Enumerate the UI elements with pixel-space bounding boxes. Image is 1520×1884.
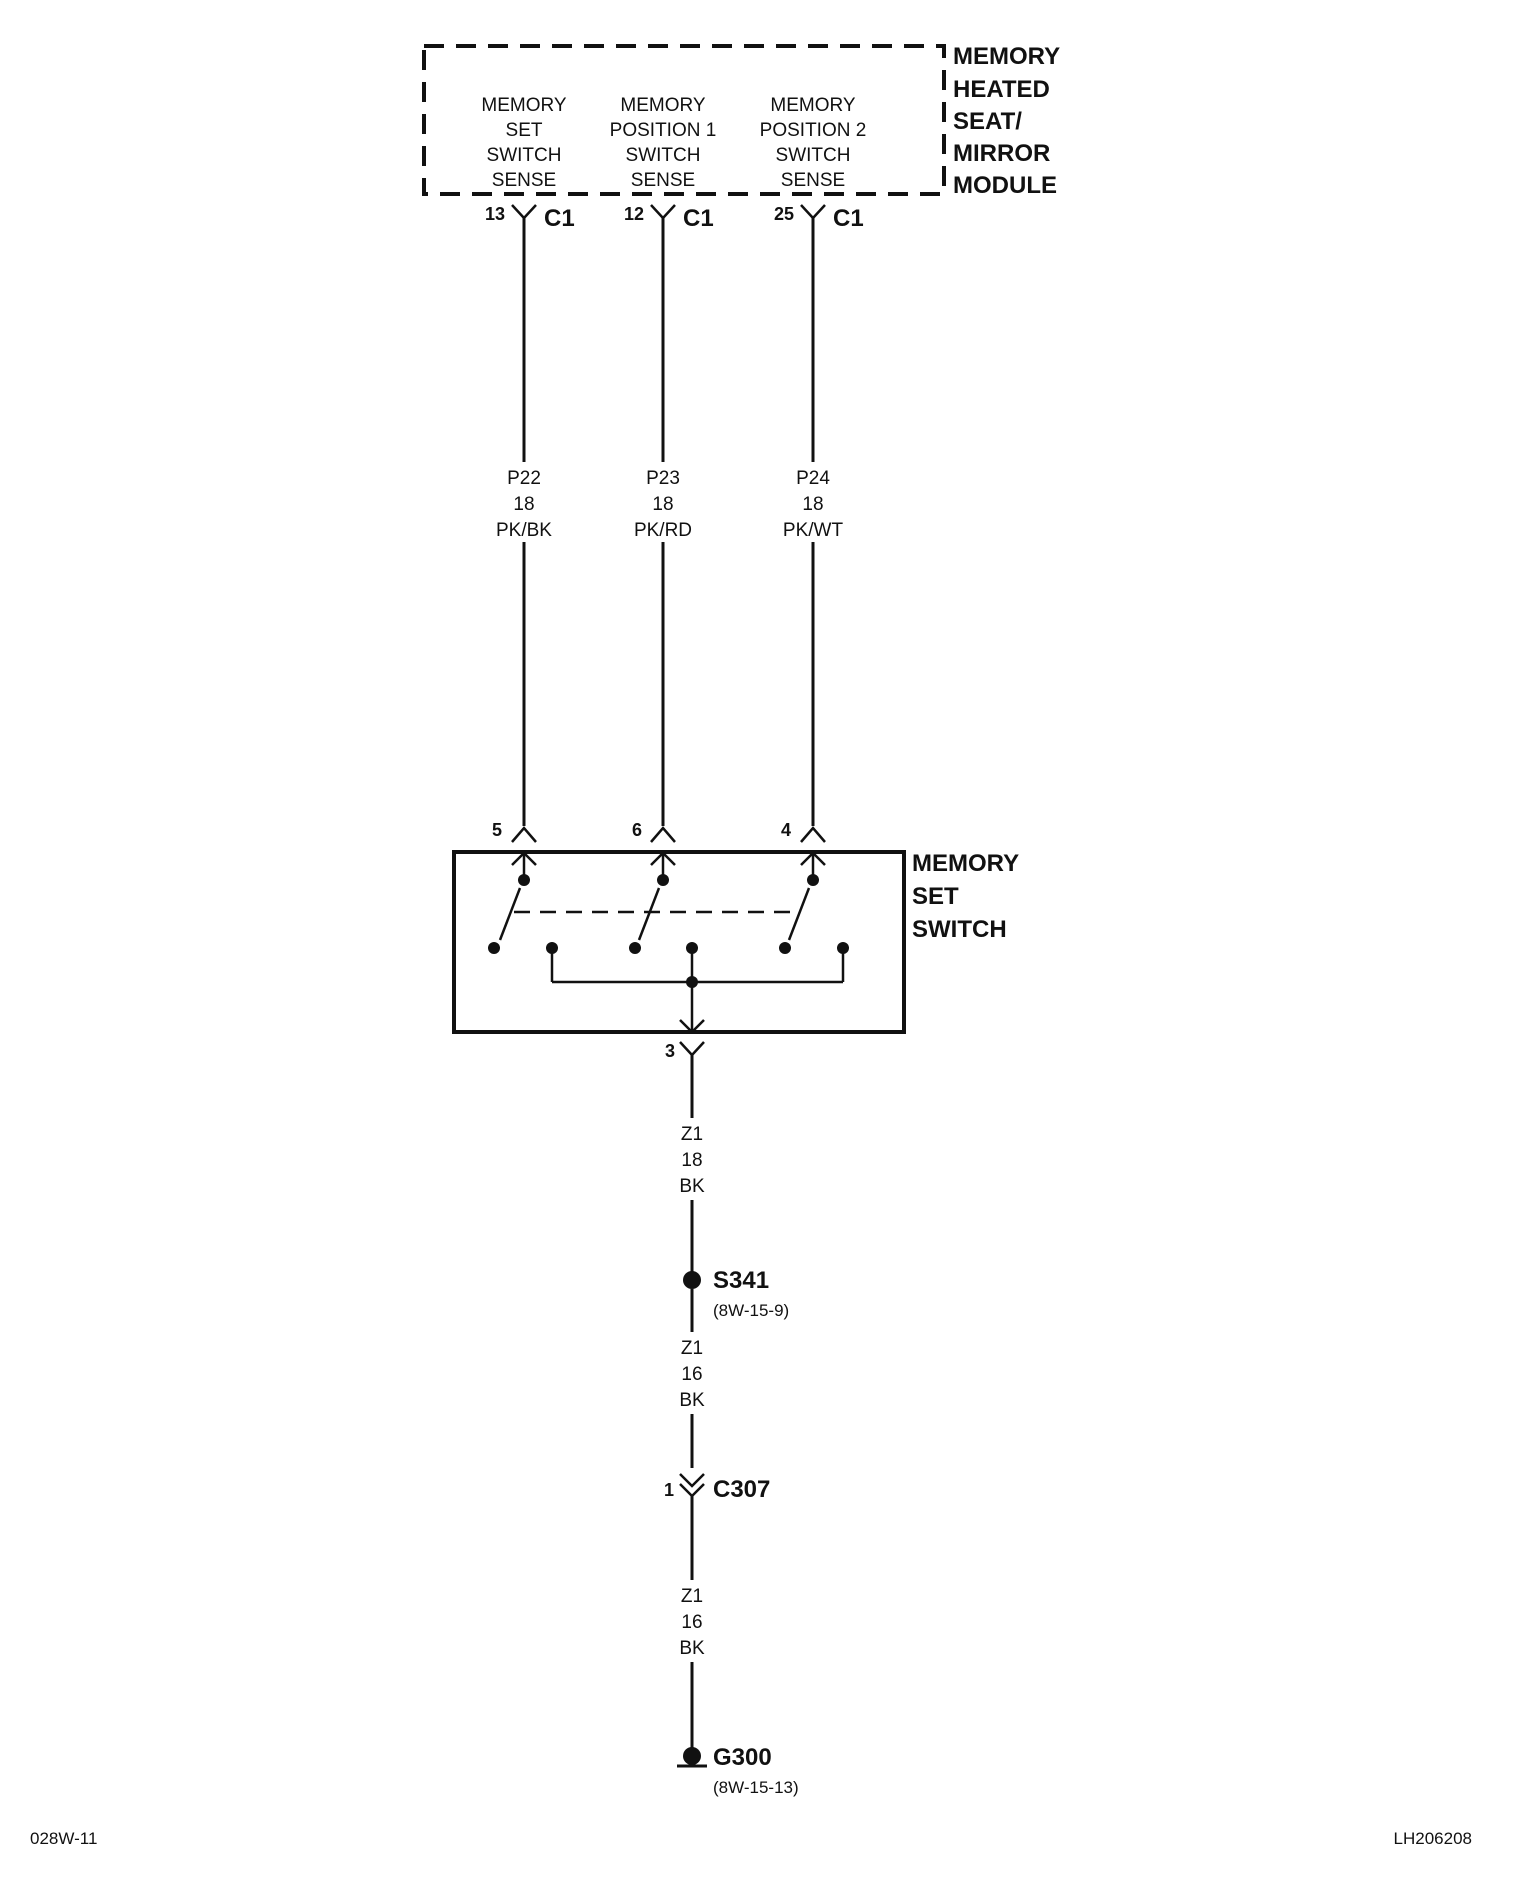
- ground-g300: G300 (8W-15-13): [677, 1744, 799, 1797]
- svg-text:Z1: Z1: [681, 1338, 703, 1359]
- module-pin-label-set: MEMORY SET SWITCH SENSE: [481, 95, 566, 191]
- switch-outline: [452, 850, 906, 1034]
- footer-left-code: 028W-11: [30, 1829, 97, 1848]
- switch-name: MEMORY SET SWITCH: [912, 850, 1019, 943]
- module-pin-label-position-1: MEMORY POSITION 1 SWITCH SENSE: [610, 95, 717, 191]
- wire-z1-18: Z1 18 BK: [679, 1055, 705, 1272]
- svg-text:SWITCH: SWITCH: [487, 145, 562, 166]
- svg-text:P23: P23: [646, 468, 680, 489]
- svg-text:P22: P22: [507, 468, 541, 489]
- module-pin-25-connector: 25 C1: [774, 204, 864, 232]
- svg-text:18: 18: [681, 1150, 702, 1171]
- connector-c307: 1 C307: [664, 1473, 770, 1503]
- svg-text:SET: SET: [912, 883, 959, 910]
- svg-text:BK: BK: [679, 1390, 705, 1411]
- module-outline: [422, 44, 946, 196]
- svg-text:MEMORY: MEMORY: [912, 850, 1019, 877]
- svg-text:Z1: Z1: [681, 1586, 703, 1607]
- svg-text:PK/WT: PK/WT: [783, 520, 844, 541]
- svg-text:PK/RD: PK/RD: [634, 520, 692, 541]
- wire-z1-16-lower: Z1 16 BK: [679, 1496, 705, 1748]
- svg-text:(8W-15-9): (8W-15-9): [713, 1301, 789, 1320]
- svg-text:13: 13: [485, 204, 505, 224]
- svg-text:C1: C1: [833, 205, 864, 232]
- svg-text:18: 18: [802, 494, 823, 515]
- svg-text:S341: S341: [713, 1267, 769, 1294]
- svg-text:MEMORY: MEMORY: [770, 95, 855, 116]
- svg-text:MIRROR: MIRROR: [953, 140, 1050, 167]
- svg-text:SWITCH: SWITCH: [626, 145, 701, 166]
- svg-text:PK/BK: PK/BK: [496, 520, 552, 541]
- footer-right-code: LH206208: [1394, 1829, 1472, 1848]
- svg-text:25: 25: [774, 204, 794, 224]
- svg-text:6: 6: [632, 820, 642, 840]
- svg-text:12: 12: [624, 204, 644, 224]
- svg-text:Z1: Z1: [681, 1124, 703, 1145]
- switch-contacts: [488, 874, 849, 1034]
- wire-p23: P23 18 PK/RD: [634, 218, 692, 826]
- module-name: MEMORY HEATED SEAT/ MIRROR MODULE: [953, 43, 1060, 199]
- svg-text:SENSE: SENSE: [492, 170, 556, 191]
- svg-text:SEAT/: SEAT/: [953, 108, 1022, 135]
- svg-text:5: 5: [492, 820, 502, 840]
- svg-text:MEMORY: MEMORY: [953, 43, 1060, 70]
- svg-text:C1: C1: [544, 205, 575, 232]
- svg-text:C1: C1: [683, 205, 714, 232]
- module-pin-12-connector: 12 C1: [624, 204, 714, 232]
- svg-text:G300: G300: [713, 1744, 772, 1771]
- svg-text:16: 16: [681, 1612, 702, 1633]
- svg-text:16: 16: [681, 1364, 702, 1385]
- svg-text:MEMORY: MEMORY: [481, 95, 566, 116]
- svg-text:4: 4: [781, 820, 791, 840]
- module-pin-label-position-2: MEMORY POSITION 2 SWITCH SENSE: [760, 95, 867, 191]
- svg-text:(8W-15-13): (8W-15-13): [713, 1778, 799, 1797]
- wire-z1-16-upper: Z1 16 BK: [679, 1289, 705, 1468]
- svg-text:SENSE: SENSE: [631, 170, 695, 191]
- svg-text:P24: P24: [796, 468, 830, 489]
- wire-p22: P22 18 PK/BK: [496, 218, 552, 826]
- svg-text:SET: SET: [506, 120, 543, 141]
- svg-text:BK: BK: [679, 1638, 705, 1659]
- svg-text:BK: BK: [679, 1176, 705, 1197]
- svg-text:MEMORY: MEMORY: [620, 95, 705, 116]
- svg-text:POSITION 2: POSITION 2: [760, 120, 867, 141]
- svg-text:SWITCH: SWITCH: [776, 145, 851, 166]
- svg-text:18: 18: [652, 494, 673, 515]
- module-pin-13-connector: 13 C1: [485, 204, 575, 232]
- splice-s341: S341 (8W-15-9): [683, 1267, 789, 1320]
- svg-text:18: 18: [513, 494, 534, 515]
- switch-pin-3: 3: [665, 1041, 705, 1061]
- svg-text:SENSE: SENSE: [781, 170, 845, 191]
- svg-text:3: 3: [665, 1041, 675, 1061]
- svg-text:HEATED: HEATED: [953, 76, 1050, 103]
- svg-text:C307: C307: [713, 1476, 770, 1503]
- wire-p24: P24 18 PK/WT: [783, 218, 844, 826]
- svg-text:MODULE: MODULE: [953, 172, 1057, 199]
- svg-text:POSITION 1: POSITION 1: [610, 120, 717, 141]
- svg-text:SWITCH: SWITCH: [912, 916, 1007, 943]
- svg-text:1: 1: [664, 1480, 674, 1500]
